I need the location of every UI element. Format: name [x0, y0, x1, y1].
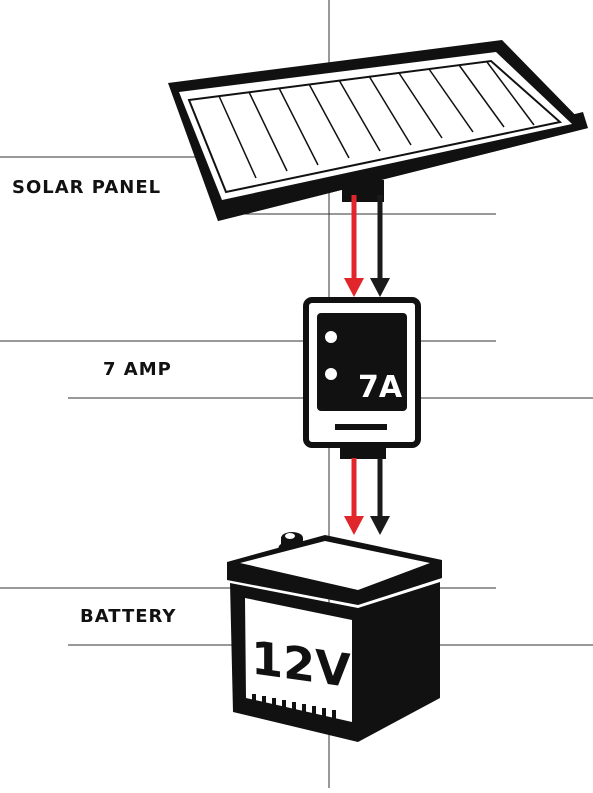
- wire-arrow-icon: [370, 278, 390, 297]
- controller-label: 7 AMP: [103, 359, 172, 380]
- wire-arrow-icon: [344, 516, 364, 535]
- status-light-icon: [325, 368, 337, 380]
- solar-panel-label: SOLAR PANEL: [12, 177, 162, 198]
- wires-controller-to-battery: [344, 458, 390, 535]
- battery-label: BATTERY: [80, 606, 177, 627]
- wires-panel-to-controller: [342, 180, 390, 297]
- status-light-icon: [325, 331, 337, 343]
- wire-arrow-icon: [370, 516, 390, 535]
- solar-panel-icon: [168, 40, 588, 221]
- charge-controller-icon: 7A: [303, 297, 421, 459]
- controller-display: 7A: [358, 370, 403, 405]
- battery-icon: 12V: [227, 532, 442, 742]
- wire-arrow-icon: [344, 278, 364, 297]
